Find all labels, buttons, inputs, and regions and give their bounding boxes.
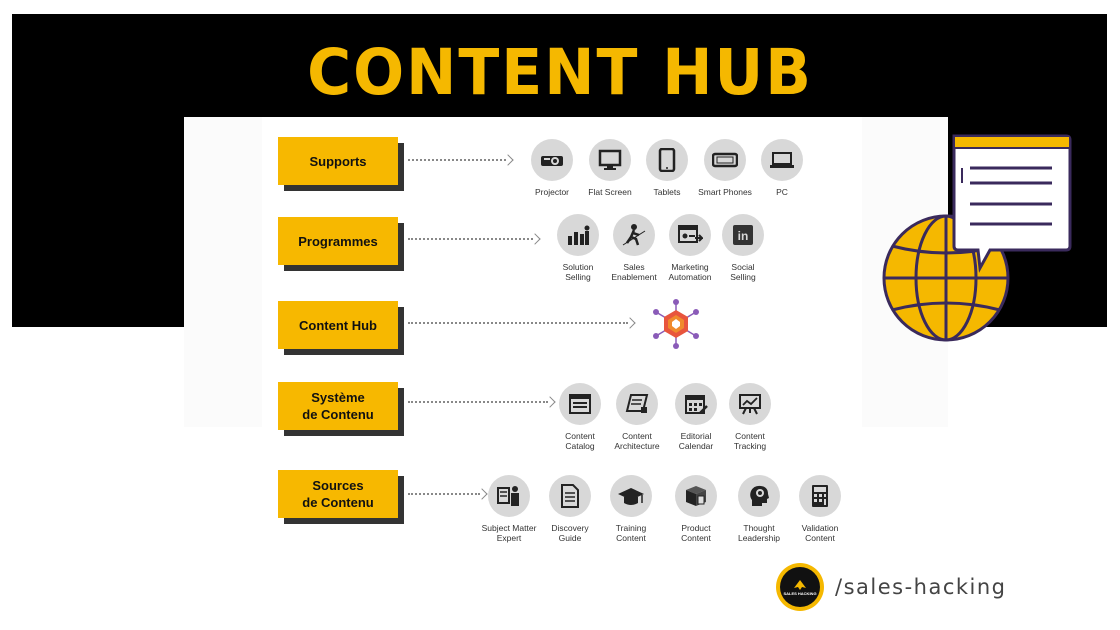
hub-network xyxy=(636,296,716,357)
calendar-icon xyxy=(675,383,717,425)
arrow-content-hub xyxy=(408,322,628,324)
solution-selling-icon xyxy=(557,214,599,256)
system-content-architecture: Content Architecture xyxy=(597,383,677,451)
item-label: Editorial Calendar xyxy=(678,431,714,451)
item-label: Validation Content xyxy=(801,523,839,543)
programme-sales-enablement: Sales Enablement xyxy=(594,214,674,282)
source-thought-leadership: Thought Leadership xyxy=(719,475,799,543)
item-label: Solution Selling xyxy=(562,262,594,282)
item-label: Subject Matter Expert xyxy=(481,523,537,543)
arrow-sources xyxy=(408,493,480,495)
graduation-cap-icon xyxy=(610,475,652,517)
programme-marketing-automation: Marketing Automation xyxy=(650,214,730,282)
hub-network-icon xyxy=(653,299,699,349)
support-projector: Projector xyxy=(512,139,592,197)
flat-screen-icon xyxy=(589,139,631,181)
content-architecture-icon xyxy=(616,383,658,425)
source-training-content: Training Content xyxy=(591,475,671,543)
svg-text:in: in xyxy=(738,229,749,243)
item-label: Smart Phones xyxy=(698,187,752,197)
category-sources-de-contenu: Sources de Contenu xyxy=(278,470,398,518)
calculator-icon xyxy=(799,475,841,517)
item-label: Discovery Guide xyxy=(551,523,589,543)
product-box-icon xyxy=(675,475,717,517)
category-supports: Supports xyxy=(278,137,398,185)
programme-solution-selling: Solution Selling xyxy=(538,214,618,282)
support-tablets: Tablets xyxy=(627,139,707,197)
item-label: Content Catalog xyxy=(565,431,595,451)
expert-icon xyxy=(488,475,530,517)
item-label: Training Content xyxy=(615,523,647,543)
item-label: Product Content xyxy=(681,523,711,543)
system-content-catalog: Content Catalog xyxy=(540,383,620,451)
arrow-systeme xyxy=(408,401,548,403)
item-label: Content Tracking xyxy=(733,431,767,451)
page-title: CONTENT HUB xyxy=(307,36,813,110)
system-editorial-calendar: Editorial Calendar xyxy=(656,383,736,451)
item-label: Marketing Automation xyxy=(668,262,712,282)
item-label: Sales Enablement xyxy=(611,262,657,282)
arrow-supports xyxy=(408,159,506,161)
source-discovery-guide: Discovery Guide xyxy=(530,475,610,543)
globe-chat-icon xyxy=(882,134,1072,342)
source-validation-content: Validation Content xyxy=(780,475,860,543)
item-label: Content Architecture xyxy=(614,431,660,451)
document-icon xyxy=(549,475,591,517)
support-pc: PC xyxy=(742,139,822,197)
system-content-tracking: Content Tracking xyxy=(710,383,790,451)
tracking-chart-icon xyxy=(729,383,771,425)
marketing-automation-icon xyxy=(669,214,711,256)
laptop-icon xyxy=(761,139,803,181)
item-label: Social Selling xyxy=(730,262,756,282)
item-label: Thought Leadership xyxy=(737,523,781,543)
category-content-hub: Content Hub xyxy=(278,301,398,349)
brand-handle: /sales-hacking xyxy=(835,575,1007,599)
arrow-programmes xyxy=(408,238,533,240)
category-programmes: Programmes xyxy=(278,217,398,265)
content-catalog-icon xyxy=(559,383,601,425)
support-flat-screen: Flat Screen xyxy=(570,139,650,197)
sales-enablement-icon xyxy=(613,214,655,256)
projector-icon xyxy=(531,139,573,181)
logo-text: SALES HACKING xyxy=(783,590,817,596)
programme-social-selling: in Social Selling xyxy=(703,214,783,282)
source-product-content: Product Content xyxy=(656,475,736,543)
smartphone-icon xyxy=(704,139,746,181)
item-label: Projector xyxy=(534,187,569,197)
sales-hacking-logo: SALES HACKING xyxy=(776,563,824,611)
thought-head-icon xyxy=(738,475,780,517)
item-label: Flat Screen xyxy=(588,187,632,197)
linkedin-icon: in xyxy=(722,214,764,256)
item-label: Tablets xyxy=(653,187,681,197)
support-smart-phones: Smart Phones xyxy=(685,139,765,197)
tablet-icon xyxy=(646,139,688,181)
item-label: PC xyxy=(776,187,788,197)
rocket-icon xyxy=(794,579,806,590)
category-systeme-de-contenu: Système de Contenu xyxy=(278,382,398,430)
source-subject-matter-expert: Subject Matter Expert xyxy=(469,475,549,543)
